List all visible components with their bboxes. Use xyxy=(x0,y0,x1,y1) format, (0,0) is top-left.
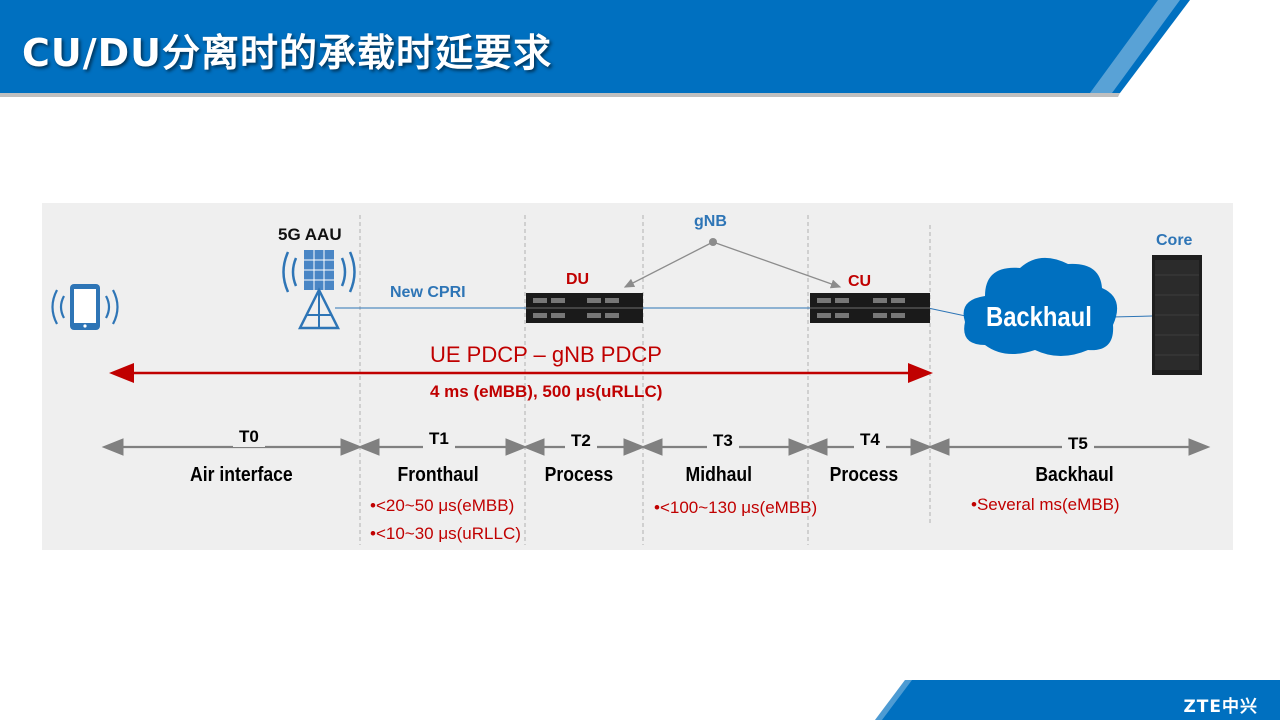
footer-banner xyxy=(875,680,1280,720)
segment-code: T2 xyxy=(565,431,597,451)
segment-code: T3 xyxy=(707,431,739,451)
cu-server-icon xyxy=(810,293,930,323)
segment-code: T5 xyxy=(1062,434,1094,454)
segment-name: Midhaul xyxy=(685,464,753,486)
midhaul-note: •<100~130 μs(eMBB) xyxy=(654,498,818,517)
backhaul-cloud-label: Backhaul xyxy=(986,301,1092,332)
antenna-tower-icon xyxy=(282,250,356,330)
new-cpri-label: New CPRI xyxy=(390,284,466,301)
phone-icon xyxy=(51,284,119,330)
segment-name: Air interface xyxy=(190,464,293,486)
core-label: Core xyxy=(1156,232,1193,249)
segment-name: Fronthaul xyxy=(397,464,479,486)
slide-title: CU/DU分离时的承载时延要求 xyxy=(22,31,553,75)
aau-label: 5G AAU xyxy=(278,225,342,244)
segment-code: T0 xyxy=(233,427,265,447)
backhaul-note: •Several ms(eMBB) xyxy=(971,495,1120,514)
segment-code: T1 xyxy=(423,429,455,449)
segment-name: Process xyxy=(544,464,614,486)
segment-code: T4 xyxy=(854,430,886,450)
pdcp-title: UE PDCP – gNB PDCP xyxy=(430,342,662,367)
pdcp-latency: 4 ms (eMBB), 500 μs(uRLLC) xyxy=(430,382,663,401)
core-server-icon xyxy=(1152,255,1202,375)
zte-logo: ZTE中兴 xyxy=(1183,697,1258,717)
segment-name: Process xyxy=(829,464,899,486)
du-server-icon xyxy=(526,293,643,323)
cu-label: CU xyxy=(848,273,872,290)
segment-name: Backhaul xyxy=(1035,464,1114,486)
gnb-label: gNB xyxy=(694,213,727,230)
title-banner xyxy=(0,0,1190,97)
fronthaul-note: •<10~30 μs(uRLLC) xyxy=(370,524,521,543)
backhaul-cloud-icon xyxy=(963,257,1118,356)
du-label: DU xyxy=(566,271,590,288)
fronthaul-note: •<20~50 μs(eMBB) xyxy=(370,496,515,515)
gnb-arrows xyxy=(623,238,842,289)
